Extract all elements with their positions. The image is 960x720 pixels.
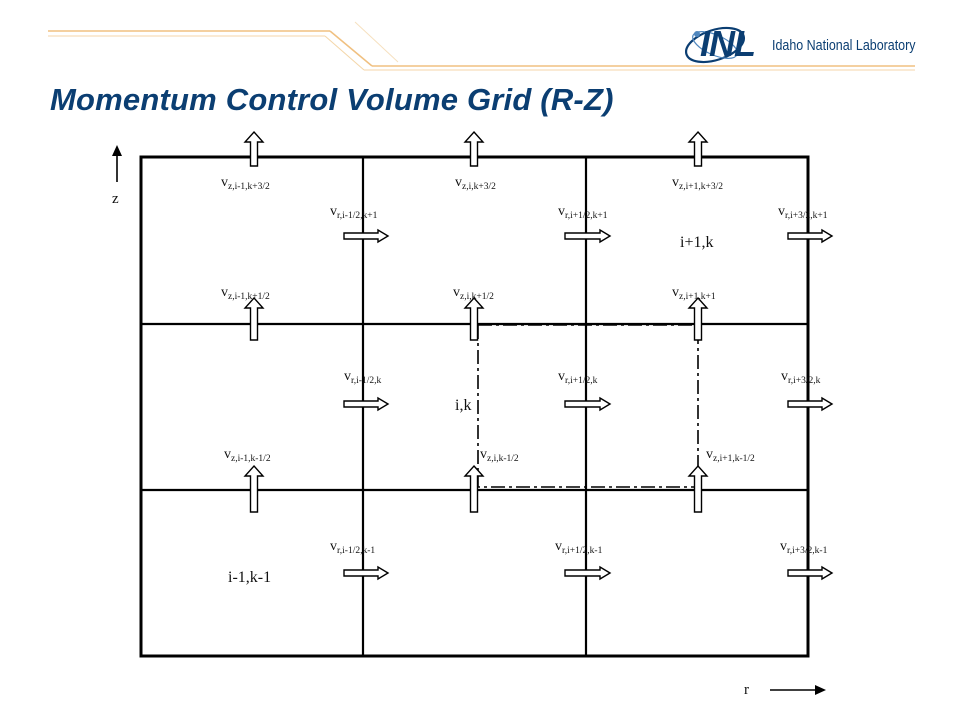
vz-label-vz-r2-c1: vz,i,k-1/2 (480, 447, 519, 464)
momentum-control-volume-outline (477, 324, 699, 488)
header-decoration (48, 21, 915, 71)
vr-arrow (564, 565, 612, 581)
vr-label-vr-r2-c1: vr,i+1/2,k-1 (555, 539, 603, 556)
z-axis-label: z (112, 191, 119, 207)
vr-label-vr-r2-c0: vr,i-1/2,k-1 (330, 539, 375, 556)
vr-arrow (787, 228, 834, 244)
vz-label-vz-r0-c0: vz,i-1,k+3/2 (221, 175, 270, 192)
vr-label-vr-r1-c1: vr,i+1/2,k (558, 369, 598, 386)
vz-label-vz-r1-c1: vz,i,k+1/2 (453, 285, 494, 302)
inl-logo-mark: INL (700, 23, 756, 64)
vz-label-vz-r1-c0: vz,i-1,k+1/2 (221, 285, 270, 302)
vz-arrow (463, 464, 485, 513)
vr-label-vr-r2-c2: vr,i+3/2,k-1 (780, 539, 828, 556)
vr-label-vr-r0-c1: vr,i+1/2,k+1 (558, 204, 608, 221)
vz-arrow (243, 296, 265, 341)
vz-arrow (463, 296, 485, 341)
vz-arrow (687, 130, 709, 167)
vz-label-vz-r0-c2: vz,i+1,k+3/2 (672, 175, 723, 192)
cell-label-cell-i-k: i,k (455, 397, 471, 414)
vz-arrow (687, 464, 709, 513)
vz-label-vz-r0-c1: vz,i,k+3/2 (455, 175, 496, 192)
vr-label-vr-r1-c2: vr,i+3/2,k (781, 369, 821, 386)
cell-label-cell-i-1-k-1: i-1,k-1 (228, 569, 271, 586)
inl-logo-text: Idaho National Laboratory (772, 38, 916, 54)
vr-arrow (343, 565, 390, 581)
z-axis-arrowhead (112, 145, 122, 156)
vz-label-vz-r2-c0: vz,i-1,k-1/2 (224, 447, 271, 464)
vz-arrow (463, 130, 485, 167)
vz-arrow (243, 130, 265, 167)
vr-arrow (787, 565, 834, 581)
r-axis-arrowhead (815, 685, 826, 695)
vr-arrow (787, 396, 834, 412)
vz-arrow (243, 464, 265, 513)
vz-label-vz-r2-c2: vz,i+1,k-1/2 (706, 447, 755, 464)
vr-arrow (343, 228, 390, 244)
cell-label-cell-i+1-k: i+1,k (680, 234, 713, 251)
inl-atom-swoosh-icon (684, 26, 746, 64)
slide-title: Momentum Control Volume Grid (R-Z) (50, 82, 614, 117)
vr-arrow (564, 228, 612, 244)
vz-label-vz-r1-c2: vz,i+1,k+1 (672, 285, 716, 302)
vr-arrow (564, 396, 612, 412)
vr-label-vr-r0-c2: vr,i+3/2,k+1 (778, 204, 828, 221)
vz-arrow (687, 296, 709, 341)
r-axis-label: r (744, 682, 749, 698)
vr-label-vr-r1-c0: vr,i-1/2,k (344, 369, 381, 386)
vr-label-vr-r0-c0: vr,i-1/2,k+1 (330, 204, 378, 221)
vr-arrow (343, 396, 390, 412)
